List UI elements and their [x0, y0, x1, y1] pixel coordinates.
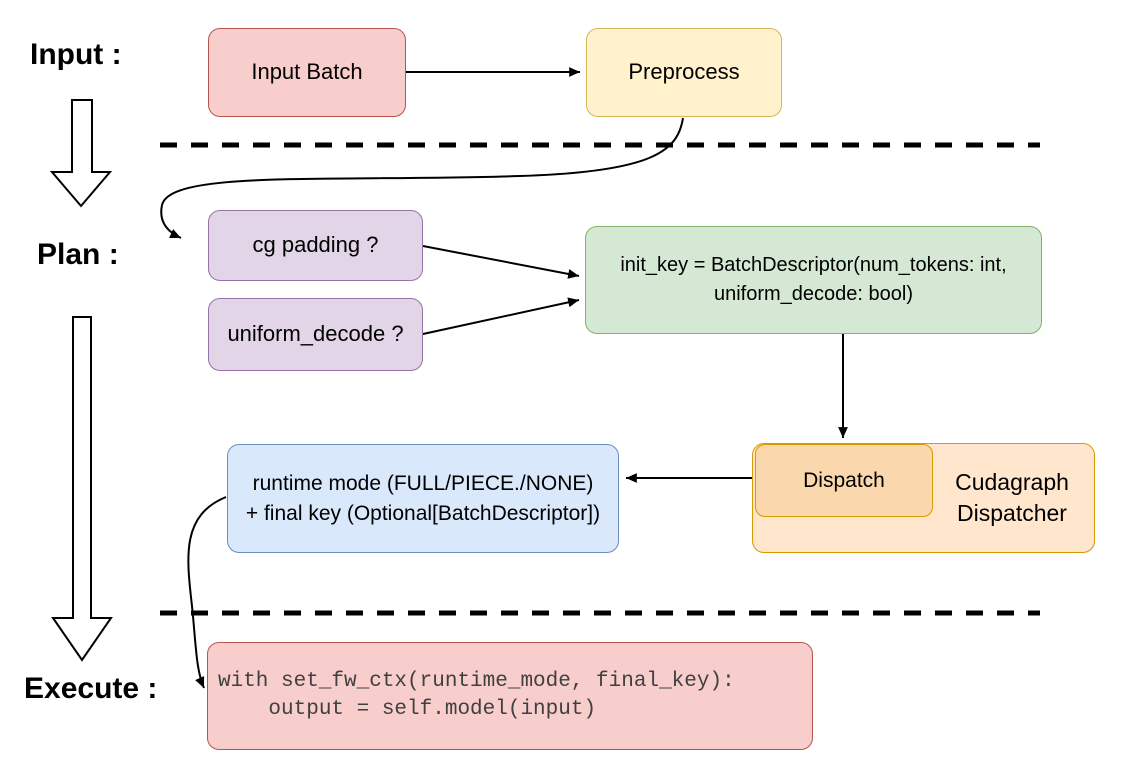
stage-label-input: Input :: [30, 38, 122, 71]
node-dispatch: Dispatch: [755, 444, 933, 517]
node-execute-code: with set_fw_ctx(runtime_mode, final_key)…: [207, 642, 813, 750]
node-preprocess: Preprocess: [586, 28, 782, 117]
stage-label-plan: Plan :: [37, 238, 119, 271]
node-input-batch-label: Input Batch: [251, 59, 363, 85]
node-runtime-mode-line1: runtime mode (FULL/PIECE./NONE): [252, 472, 594, 496]
node-runtime-mode-line2: + final key (Optional[BatchDescriptor]): [245, 501, 601, 525]
stage-arrow-plan-icon: [51, 316, 113, 662]
node-cg-padding-label: cg padding ?: [252, 232, 379, 258]
node-cg-padding: cg padding ?: [208, 210, 423, 281]
node-uniform-decode-label: uniform_decode ?: [227, 321, 404, 347]
node-init-key-line1: init_key = BatchDescriptor(num_tokens: i…: [620, 254, 1007, 276]
node-init-key: init_key = BatchDescriptor(num_tokens: i…: [585, 226, 1042, 334]
node-uniform-decode: uniform_decode ?: [208, 298, 423, 371]
node-cudagraph-dispatcher-label: Cudagraph Dispatcher: [955, 468, 1069, 526]
stage-arrow-input-icon: [49, 99, 113, 208]
arrow-uniformdecode-to-initkey: [422, 297, 580, 335]
node-input-batch: Input Batch: [208, 28, 406, 117]
node-runtime-mode: runtime mode (FULL/PIECE./NONE) + final …: [227, 444, 619, 553]
code-line-1: with set_fw_ctx(runtime_mode, final_key)…: [218, 670, 735, 693]
node-preprocess-label: Preprocess: [628, 59, 740, 85]
node-dispatch-label: Dispatch: [803, 468, 885, 492]
stage-label-execute: Execute :: [24, 672, 158, 705]
code-line-2: output = self.model(input): [218, 698, 597, 721]
node-init-key-line2: uniform_decode: bool): [713, 283, 913, 305]
arrow-cgpadding-to-initkey: [422, 245, 580, 279]
